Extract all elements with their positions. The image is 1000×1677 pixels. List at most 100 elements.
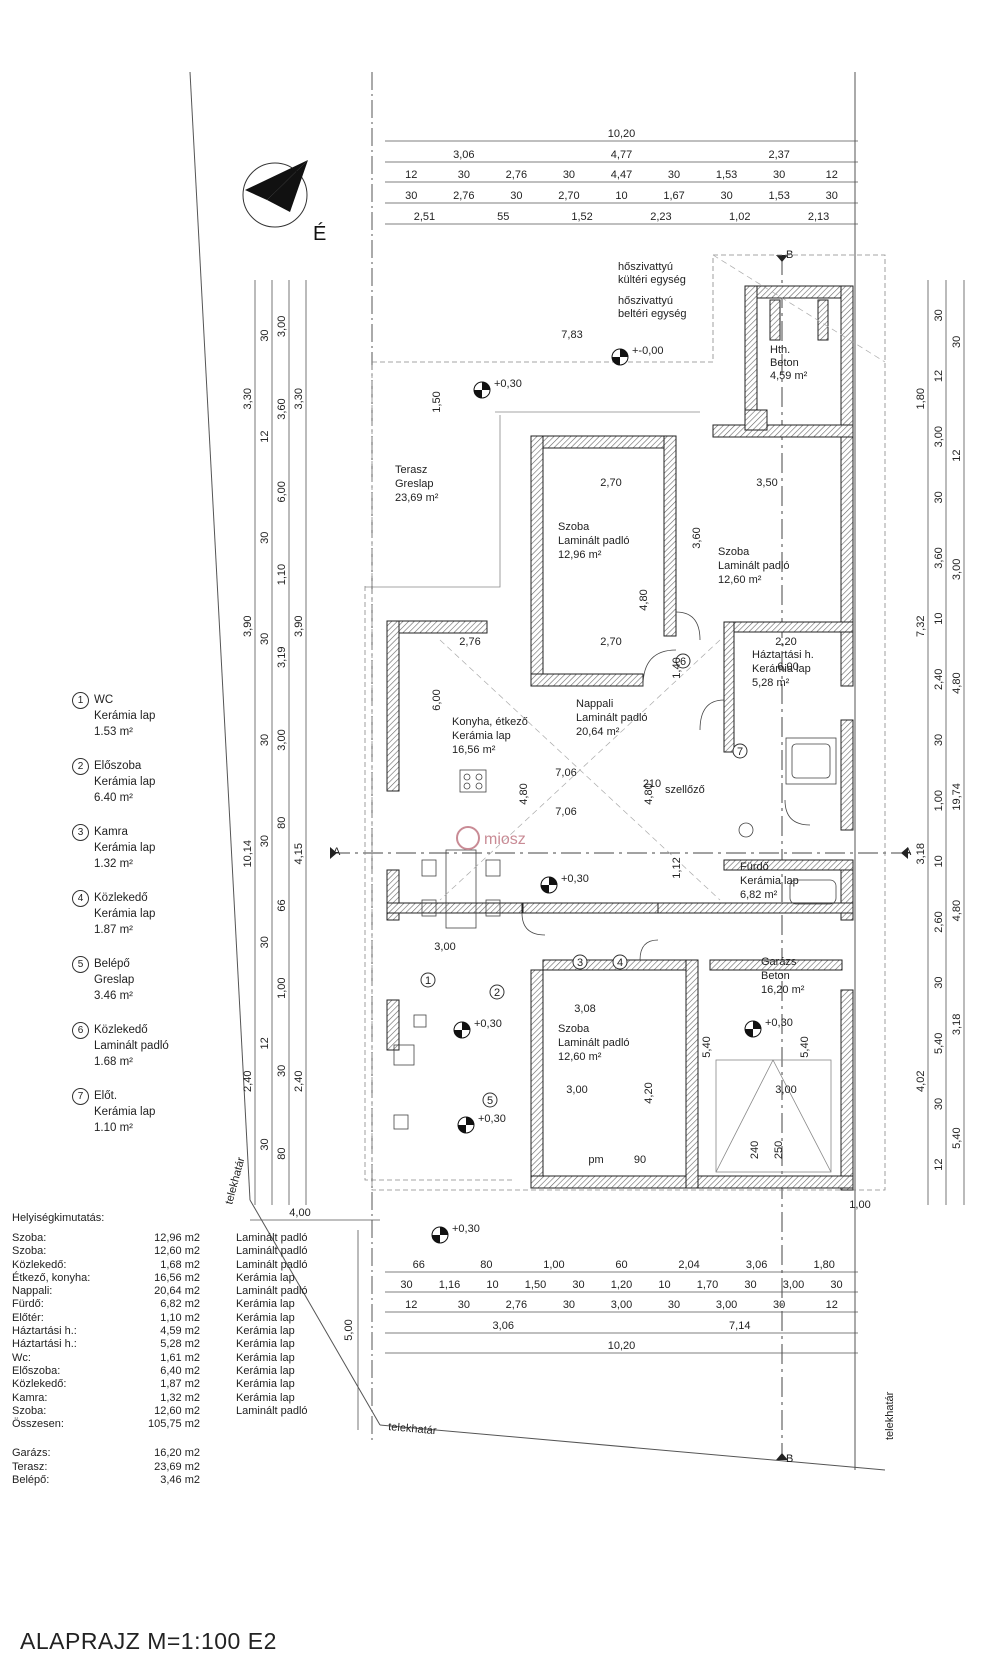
summary-title: Helyiségkimutatás: [12,1212,105,1224]
legend-floor: Kerámia lap [94,842,156,854]
left-dimensions: 3,303,9010,142,403012303030303012303,003… [242,316,305,1160]
legend-number: 7 [72,1088,89,1105]
side-dimension-label: 66 [276,899,288,911]
bottom-dimension-label: 66 [413,1259,425,1271]
room-number: 1 [425,975,431,987]
side-dimension-label: 30 [933,734,945,746]
interior-dimension-label: 6,00 [431,689,443,710]
top-dimension-label: 12 [405,169,417,181]
elevation-label: +0,30 [765,1017,793,1029]
elevation-marker: +0,30 [540,873,589,894]
legend-area: 6.40 m² [94,792,133,804]
side-dimension-label: 12 [933,1159,945,1171]
bottom-dimension-label: 2,76 [506,1299,527,1311]
bottom-dimension-label: 1,00 [543,1259,564,1271]
summary-area: 1,61 m2 [160,1351,200,1364]
interior-dimension-label: 7,06 [555,767,576,779]
bottom-dimension-label: 3,06 [746,1259,767,1271]
side-dimension-label: 12 [933,370,945,382]
room-number: 6 [680,656,686,668]
bottom-dimension-label: 3,06 [493,1320,514,1332]
interior-dimension-label: 2,70 [600,636,621,648]
summary-floor: Kerámia lap [236,1298,295,1311]
side-dimension-label: 5,40 [933,1033,945,1054]
top-dimension-label: 10 [615,190,627,202]
interior-dimension-label: 6,00 [777,661,798,673]
legend-floor: Greslap [94,974,135,986]
side-dimension-label: 1,80 [915,388,927,409]
side-dimension-label: 10,14 [242,840,254,868]
side-dimension-label: 6,00 [276,481,288,502]
legend-room-name: Közlekedő [94,892,148,904]
bottom-dimension-label: 30 [744,1279,756,1291]
legend-floor: Kerámia lap [94,908,156,920]
summary-floor: Kerámia lap [236,1378,295,1391]
interior-dimension-label: 7,06 [555,806,576,818]
bottom-dimension-label: 3,00 [611,1299,632,1311]
legend-area: 1.68 m² [94,1056,133,1068]
room-number-circle [675,653,691,669]
side-dimension-label: 4,15 [293,843,305,864]
summary-floor: Laminált padló [236,1404,308,1417]
side-dimension-label: 3,00 [933,426,945,447]
room-number-circle [572,954,588,970]
summary-floor: Laminált padló [236,1232,308,1244]
elevation-marker: +0,30 [744,1017,793,1038]
left-dimension-lines [254,280,307,1205]
room-number-circle [420,972,436,988]
top-dimension-label: 1,67 [663,190,684,202]
elevation-label: +0,30 [478,1113,506,1125]
top-dimension-label: 10,20 [608,128,636,140]
interior-dimension-label: 90 [634,1154,646,1166]
bottom-dimension-label: 7,14 [729,1320,750,1332]
summary-area: 1,10 m2 [160,1311,200,1324]
svg-text:miosz: miosz [484,831,526,848]
top-dimension-label: 30 [510,190,522,202]
summary-area: 3,46 m2 [160,1474,200,1487]
legend-number: 1 [72,692,89,709]
room-number-circle [482,1092,498,1108]
side-dimension-label: 30 [259,633,271,645]
summary-room: Háztartási h.: [12,1338,77,1351]
legend-room-name: Előszoba [94,760,142,772]
legend-room-name: WC [94,694,114,706]
side-dimension-label: 4,02 [915,1071,927,1092]
interior-dimension-label: 1,12 [671,857,683,878]
summary-floor: Kerámia lap [236,1391,295,1404]
interior-dimension-label: 2,70 [600,477,621,489]
interior-dimension-label: 250 [773,1141,785,1159]
bottom-dimension-label: 80 [480,1259,492,1271]
room-szellozo: szellőző [665,784,705,796]
summary-room: Kamra: [12,1391,48,1404]
bottom-dimension-label: 1,00 [849,1199,870,1211]
dashed-diagonals [439,254,886,901]
side-dimension-label: 5,40 [951,1127,963,1148]
interior-dimension-label: 4,80 [643,783,655,804]
side-dimension-label: 3,60 [933,547,945,568]
summary-area: 4,59 m2 [160,1325,200,1338]
elevation-marker: +0,30 [473,378,522,399]
legend-room-name: Közlekedő [94,1024,148,1036]
side-dimension-label: 10 [933,613,945,625]
side-dimension-label: 3,60 [276,398,288,419]
top-dimension-label: 4,77 [611,149,632,161]
side-dimension-label: 2,40 [293,1071,305,1092]
bottom-dimension-label: 5,00 [343,1319,355,1340]
side-dimension-label: 30 [259,936,271,948]
top-dimension-label: 30 [773,169,785,181]
summary-room: Étkező, konyha: [12,1271,91,1284]
summary-room: Szoba: [12,1232,47,1244]
